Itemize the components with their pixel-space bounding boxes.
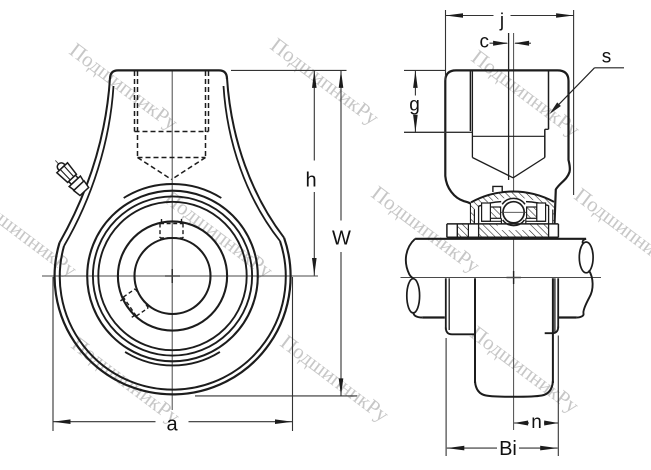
svg-text:a: a [166, 414, 178, 436]
svg-text:W: W [332, 228, 351, 250]
svg-text:n: n [531, 412, 542, 433]
svg-text:j: j [499, 11, 504, 32]
svg-text:Bi: Bi [499, 438, 517, 460]
svg-text:h: h [305, 170, 316, 192]
svg-text:c: c [480, 31, 490, 52]
svg-text:s: s [602, 47, 612, 68]
svg-text:g: g [409, 95, 420, 116]
